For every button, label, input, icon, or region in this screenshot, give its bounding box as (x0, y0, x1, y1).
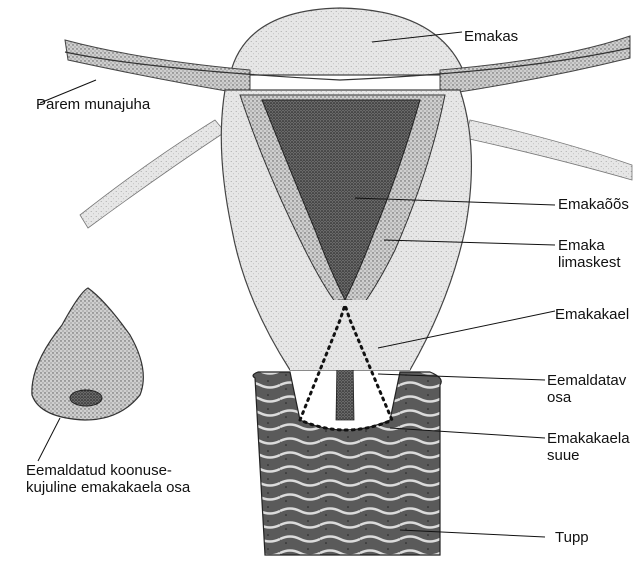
label-vagina: Tupp (555, 529, 589, 546)
cervix (290, 300, 410, 370)
cone-specimen-opening (70, 390, 102, 406)
label-removed-part: Eemaldatav osa (547, 372, 626, 406)
label-removed-part-line1: Eemaldatav (547, 372, 626, 389)
label-uterus: Emakas (464, 28, 518, 45)
right-ligament (465, 120, 632, 180)
label-removed-cone-line2: kujuline emakakaela osa (26, 479, 190, 496)
label-endometrium: Emaka limaskest (558, 237, 621, 271)
label-cervical-os-line2: suue (547, 447, 630, 464)
left-ligament (80, 120, 225, 228)
label-endometrium-line2: limaskest (558, 254, 621, 271)
label-uterine-cavity: Emakaõõs (558, 196, 629, 213)
label-removed-cone: Eemaldatud koonuse- kujuline emakakaela … (26, 462, 190, 496)
label-removed-part-line2: osa (547, 389, 626, 406)
label-cervical-os-line1: Emakakaela (547, 430, 630, 447)
label-cervix: Emakakael (555, 306, 629, 323)
uterus-fundus (230, 8, 465, 75)
label-cervical-os: Emakakaela suue (547, 430, 630, 464)
label-right-fallopian-tube: Parem munajuha (36, 96, 150, 113)
label-endometrium-line1: Emaka (558, 237, 621, 254)
label-removed-cone-line1: Eemaldatud koonuse- (26, 462, 190, 479)
left-fallopian-tube (65, 40, 250, 95)
